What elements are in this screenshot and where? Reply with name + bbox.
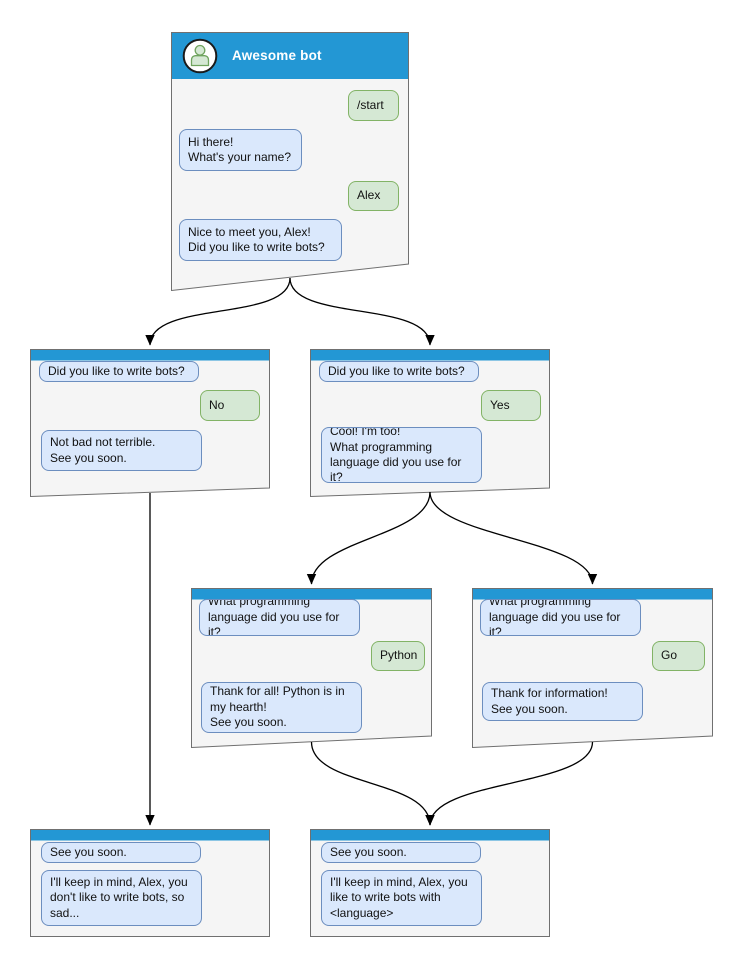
chat-window-end-language: See you soon. I'll keep in mind, Alex, y… bbox=[310, 829, 550, 937]
chat-window-branch-go: What programming language did you use fo… bbox=[472, 588, 713, 748]
chat-window-branch-python: What programming language did you use fo… bbox=[191, 588, 432, 748]
user-message-bubble: Python bbox=[371, 641, 425, 671]
bot-message-bubble: Did you like to write bots? bbox=[319, 361, 479, 382]
connector-python-to-end bbox=[310, 741, 435, 826]
chat-window-branch-no: Did you like to write bots? No Not bad n… bbox=[30, 349, 270, 497]
user-message-bubble: Yes bbox=[481, 390, 541, 421]
connector-yes-to-python bbox=[306, 491, 431, 585]
bot-message-bubble: Nice to meet you, Alex! Did you like to … bbox=[179, 219, 342, 261]
bot-message-bubble: See you soon. bbox=[321, 842, 481, 863]
connector-yes-to-go bbox=[429, 491, 598, 585]
bot-message-bubble: What programming language did you use fo… bbox=[480, 599, 641, 636]
bot-message-bubble: Hi there! What's your name? bbox=[179, 129, 302, 171]
bot-avatar-icon bbox=[182, 38, 218, 74]
user-message-bubble: Alex bbox=[348, 181, 399, 211]
bot-message-bubble: What programming language did you use fo… bbox=[199, 599, 360, 636]
bot-message-bubble: Thank for information! See you soon. bbox=[482, 682, 643, 721]
user-message-bubble: Go bbox=[652, 641, 705, 671]
bot-message-bubble: Not bad not terrible. See you soon. bbox=[41, 430, 202, 471]
bot-message-bubble: Cool! I'm too! What programming language… bbox=[321, 427, 482, 483]
window-title: Awesome bot bbox=[232, 48, 322, 63]
bot-message-bubble: I'll keep in mind, Alex, you like to wri… bbox=[321, 870, 482, 926]
user-message-bubble: No bbox=[200, 390, 260, 421]
chat-window-end-no: See you soon. I'll keep in mind, Alex, y… bbox=[30, 829, 270, 937]
bot-message-bubble: I'll keep in mind, Alex, you don't like … bbox=[41, 870, 202, 926]
window-titlebar: Awesome bot bbox=[171, 32, 409, 79]
chat-window-start: Awesome bot /start Hi there! What's your… bbox=[171, 32, 409, 291]
bot-message-bubble: See you soon. bbox=[41, 842, 201, 863]
connector-go-to-end bbox=[425, 741, 594, 826]
user-message-bubble: /start bbox=[348, 90, 399, 121]
bot-message-bubble: Did you like to write bots? bbox=[39, 361, 199, 382]
chat-window-branch-yes: Did you like to write bots? Yes Cool! I'… bbox=[310, 349, 550, 497]
bot-message-bubble: Thank for all! Python is in my hearth! S… bbox=[201, 682, 362, 733]
